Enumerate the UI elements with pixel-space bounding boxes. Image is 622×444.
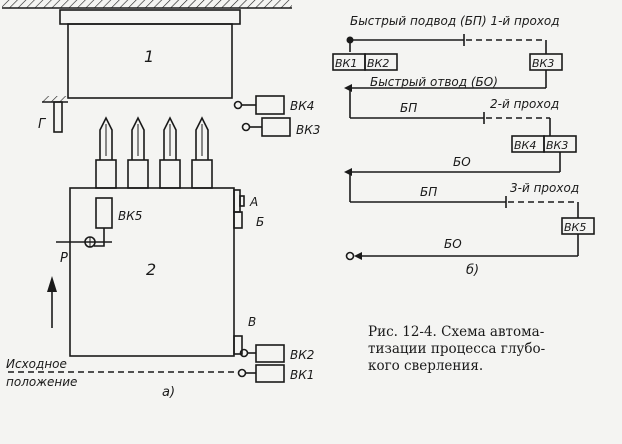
stop-label: Г <box>38 117 47 132</box>
vk3-box-2-label: ВК3 <box>546 139 568 152</box>
figure-caption: Рис. 12-4. Схема автома- тизации процесс… <box>368 324 545 374</box>
caption-line1: Рис. 12-4. Схема автома- <box>368 324 544 340</box>
start-line2: положение <box>6 375 77 389</box>
drill-bits <box>95 116 213 189</box>
bo3-label: БО <box>444 237 462 251</box>
spindle-head-box-1: 1 <box>59 9 241 99</box>
point-p: Р <box>56 236 112 266</box>
diagram-b: Быстрый подвод (БП) 1-й проход ВК1 ВК2 В… <box>332 14 595 278</box>
vk5-label: ВК5 <box>118 209 142 223</box>
vk2-label: ВК2 <box>290 348 314 362</box>
bo2-label: БО <box>453 155 471 169</box>
drill-3 <box>159 116 181 189</box>
vk1-box-label: ВК1 <box>335 57 357 70</box>
caption-line2: тизации процесса глубо- <box>368 341 545 357</box>
ceiling-hatch <box>2 0 292 8</box>
cam-v: В <box>233 315 256 355</box>
pass1-label: Быстрый подвод (БП) 1-й проход <box>350 14 560 28</box>
switch-vk4: ВК4 <box>233 95 314 115</box>
cam-v-label: В <box>248 315 256 329</box>
cam-a-label: А <box>249 195 258 209</box>
vk1-label: ВК1 <box>290 368 314 382</box>
vk5-box-label: ВК5 <box>564 221 586 234</box>
start-line1: Исходное <box>6 357 67 371</box>
cam-b-label: Б <box>256 215 264 229</box>
switch-vk5: ВК5 <box>95 197 142 240</box>
drill-1 <box>95 116 117 189</box>
switch-vk3: ВК3 <box>241 117 320 137</box>
bp3-label: БП <box>420 185 437 199</box>
cam-b: Б <box>233 211 264 229</box>
vk4-label: ВК4 <box>290 99 314 113</box>
vk4-box-label: ВК4 <box>514 139 536 152</box>
vk3-box-1-label: ВК3 <box>532 57 554 70</box>
drill-2 <box>127 116 149 189</box>
stop-g: Г <box>38 96 68 133</box>
vk2-box <box>364 53 398 71</box>
feed-direction-arrow <box>47 276 57 328</box>
vk3-label: ВК3 <box>296 123 320 137</box>
vk2-box-label: ВК2 <box>367 57 389 70</box>
caption-line3: кого сверления. <box>368 358 483 374</box>
pass2-label: 2-й проход <box>490 97 559 111</box>
end-circle <box>345 251 355 261</box>
retract1-label: Быстрый отвод (БО) <box>370 75 498 89</box>
switch-vk1: ВК1 <box>237 364 314 383</box>
worktable-box-2: 2 <box>69 187 235 357</box>
sub-label-b: б) <box>466 263 479 278</box>
bp2-label: БП <box>400 101 417 115</box>
point-p-label: Р <box>60 251 68 266</box>
diagram-a: 1 Г ВК4 ВК3 <box>2 0 320 400</box>
sub-label-a: а) <box>162 385 175 400</box>
pass3-label: 3-й проход <box>510 181 579 195</box>
cam-a: А <box>233 189 258 213</box>
box-2-label: 2 <box>146 260 156 279</box>
switch-vk2: ВК2 <box>239 344 314 363</box>
start-position: Исходное положение <box>6 357 238 389</box>
drill-4 <box>191 116 213 189</box>
box-1-label: 1 <box>144 47 154 66</box>
